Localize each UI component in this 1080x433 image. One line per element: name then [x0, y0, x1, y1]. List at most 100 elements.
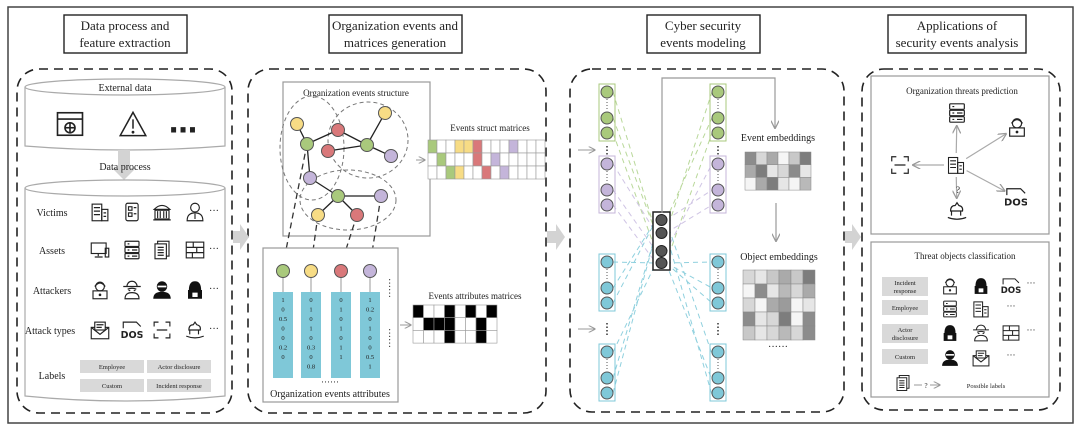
embedding-cell	[791, 326, 803, 340]
hidden-neuron	[656, 215, 667, 226]
matrix-cell	[428, 140, 437, 153]
connection-line	[666, 92, 712, 233]
title-line: Data process and	[81, 18, 170, 33]
attribute-value: 0.2	[279, 345, 287, 352]
matrix-cell	[437, 166, 446, 179]
matrix-cell	[464, 166, 473, 179]
matrix-cell	[455, 140, 464, 153]
neuron	[712, 372, 724, 384]
ellipsis: ······	[321, 377, 339, 387]
embedding-cell	[745, 152, 756, 165]
chip-label: Employee	[99, 364, 125, 371]
event-node	[385, 150, 398, 163]
connection-line	[613, 92, 656, 233]
embedding-cell	[745, 165, 756, 178]
connection-line	[666, 190, 712, 220]
attribute-value: 0.3	[307, 345, 315, 352]
panel-title-matrices-generation: Organization events and matrices generat…	[329, 15, 462, 53]
title-line: events modeling	[660, 35, 746, 50]
matrix-cell	[466, 305, 477, 318]
attribute-value: 0	[281, 354, 284, 361]
matrix-cell	[445, 318, 456, 331]
neuron	[712, 346, 724, 358]
embedding-cell	[791, 298, 803, 312]
matrix-cell	[428, 166, 437, 179]
event-node	[361, 139, 374, 152]
neuron	[601, 297, 613, 309]
attribute-value: 0	[339, 297, 342, 304]
embedding-cell	[767, 284, 779, 298]
neuron	[601, 372, 613, 384]
matrix-cell	[434, 318, 445, 331]
embedding-cell	[755, 298, 767, 312]
matrix-cell	[500, 140, 509, 153]
attribute-value: 1	[339, 326, 342, 333]
more-ellipsis: ···	[1027, 278, 1036, 288]
event-node	[364, 265, 377, 278]
attribute-value: 1	[368, 364, 371, 371]
hidden-neuron	[656, 246, 667, 257]
matrix-cell	[455, 330, 466, 343]
embedding-cell	[778, 177, 789, 190]
event-node	[304, 172, 317, 185]
matrix-cell	[518, 153, 527, 166]
title-line: Organization events and	[332, 18, 459, 33]
matrix-cell	[464, 140, 473, 153]
matrix-cell	[491, 166, 500, 179]
class-label: Actor	[898, 327, 914, 334]
connection-line	[666, 262, 712, 263]
matrix-cell	[446, 153, 455, 166]
matrix-cell	[473, 140, 482, 153]
connection-line	[666, 205, 712, 233]
event-node	[332, 124, 345, 137]
neuron	[712, 112, 724, 124]
label-chip: Actor disclosure	[147, 360, 211, 373]
matrix-cell	[491, 153, 500, 166]
neuron	[601, 184, 613, 196]
neuron	[601, 112, 613, 124]
connection-line	[613, 233, 656, 393]
embedding-cell	[767, 165, 778, 178]
flow-arrow	[233, 224, 249, 250]
matrix-cell	[482, 166, 491, 179]
class-label: Employee	[892, 305, 918, 312]
neuron	[712, 256, 724, 268]
connection-line	[613, 190, 656, 251]
embedding-cell	[789, 177, 800, 190]
connection-line	[613, 220, 656, 303]
connection-line	[613, 263, 656, 352]
attribute-value: 1	[339, 307, 342, 314]
flow-arrow	[845, 224, 861, 250]
event-node	[351, 209, 364, 222]
matrix-cell	[476, 318, 487, 331]
matrix-cell	[455, 166, 464, 179]
matrix-cell	[476, 305, 487, 318]
embedding-cell	[743, 312, 755, 326]
attribute-value: 0.5	[279, 316, 287, 323]
attribute-value: 1	[309, 326, 312, 333]
neuron	[712, 387, 724, 399]
neuron	[601, 387, 613, 399]
attribute-value: 0	[281, 307, 284, 314]
matrix-cell	[437, 153, 446, 166]
matrix-cell	[466, 330, 477, 343]
embedding-cell	[755, 312, 767, 326]
title-line: Applications of	[917, 18, 998, 33]
more-ellipsis: ···	[209, 244, 219, 255]
matrix-cell	[466, 318, 477, 331]
neuron	[601, 256, 613, 268]
attribute-value: 0	[281, 326, 284, 333]
matrix-cell	[482, 140, 491, 153]
class-label: response	[894, 288, 917, 295]
event-node	[305, 265, 318, 278]
attribute-value: 0	[281, 335, 284, 342]
input-layer-group	[599, 254, 615, 311]
neuron	[601, 199, 613, 211]
matrix-cell	[446, 140, 455, 153]
matrix-cell	[536, 153, 545, 166]
classification-title: Threat objects classification	[915, 251, 1016, 261]
ellipsis: ······	[768, 342, 788, 353]
document-icon	[897, 376, 909, 391]
attribute-value: 0	[339, 335, 342, 342]
attribute-value: 0.2	[366, 307, 374, 314]
